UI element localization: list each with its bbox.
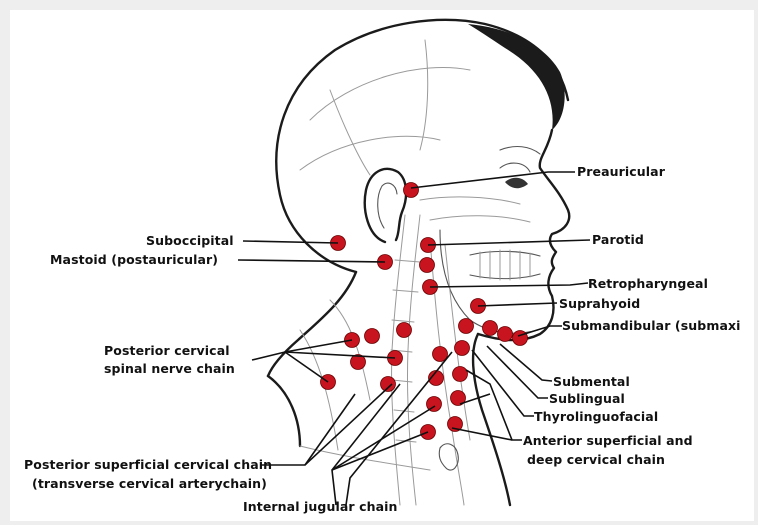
label-posterior-superficial-line1: Posterior superficial cervical chain [24, 457, 272, 472]
label-anterior-superficial-line1: Anterior superficial and [523, 433, 693, 448]
label-thyrolinguofacial: Thyrolinguofacial [534, 409, 658, 424]
label-anterior-superficial-line2: deep cervical chain [527, 452, 665, 467]
lymph-node-preauricular-0 [404, 183, 419, 198]
hair-shape [468, 24, 565, 130]
lymph-node-posterior-cervical-16 [381, 377, 396, 392]
diagram-canvas: Preauricular Suboccipital Mastoid (posta… [10, 10, 754, 521]
label-suboccipital: Suboccipital [146, 233, 234, 248]
label-mastoid: Mastoid (postauricular) [50, 252, 218, 267]
lymph-node-parotid-4 [420, 258, 435, 273]
label-sublingual: Sublingual [549, 391, 625, 406]
label-submental: Submental [553, 374, 630, 389]
label-suprahyoid: Suprahyoid [559, 296, 640, 311]
eye-shape [505, 178, 528, 189]
label-parotid: Parotid [592, 232, 644, 247]
label-preauricular: Preauricular [577, 164, 666, 179]
label-posterior-superficial-line2: (transverse cervical arterychain) [32, 476, 267, 491]
labels: Preauricular Suboccipital Mastoid (posta… [24, 164, 741, 514]
lymph-node-diagram: Preauricular Suboccipital Mastoid (posta… [10, 10, 754, 521]
lymph-node-submandibular-9 [498, 327, 513, 342]
lymph-node-submandibular-10 [513, 331, 528, 346]
label-posterior-cervical-line2: spinal nerve chain [104, 361, 235, 376]
lymph-node-anterior-cervical-22 [455, 341, 470, 356]
label-posterior-cervical-line1: Posterior cervical [104, 343, 230, 358]
lymph-node-posterior-cervical-11 [397, 323, 412, 338]
lymph-node-posterior-cervical-12 [365, 329, 380, 344]
lymph-node-anterior-cervical-23 [453, 367, 468, 382]
lymph-node-submandibular-8 [483, 321, 498, 336]
label-submandibular: Submandibular (submaxi [562, 318, 741, 333]
lymph-node-submandibular-7 [459, 319, 474, 334]
label-retropharyngeal: Retropharyngeal [588, 276, 708, 291]
label-internal-jugular: Internal jugular chain [243, 499, 398, 514]
